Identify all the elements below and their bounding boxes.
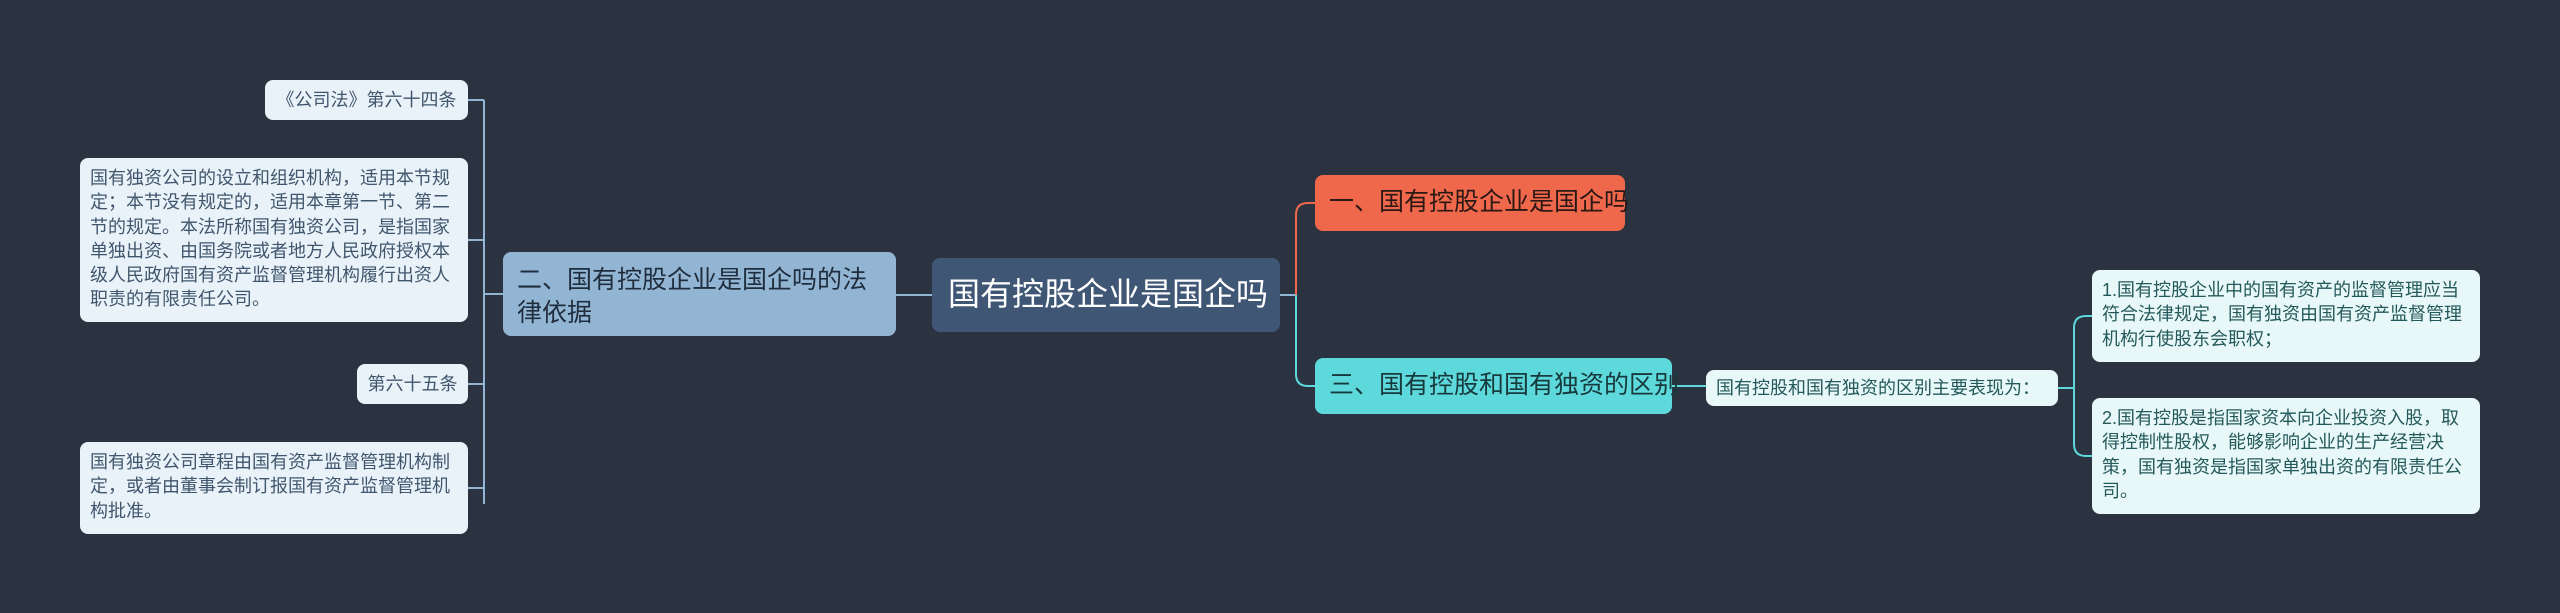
leaf-difference-2[interactable]: 2.国有控股是指国家资本向企业投资入股，取得控制性股权，能够影响企业的生产经营决…: [2092, 398, 2480, 514]
branch-differences[interactable]: 三、国有控股和国有独资的区别: [1315, 358, 1679, 414]
branch-is-state-owned-label: 一、国有控股企业是国企吗: [1329, 188, 1630, 217]
leaf-article-65[interactable]: 第六十五条: [357, 364, 468, 404]
leaf-difference-1-text: 1.国有控股企业中的国有资产的监督管理应当符合法律规定，国有独资由国有资产监督管…: [2102, 280, 2462, 349]
leaf-difference-1[interactable]: 1.国有控股企业中的国有资产的监督管理应当符合法律规定，国有独资由国有资产监督管…: [2092, 270, 2480, 362]
leaf-differences-summary-text: 国有控股和国有独资的区别主要表现为：: [1716, 377, 2040, 398]
root-topic-label: 国有控股企业是国企吗: [948, 276, 1269, 313]
branch-legal-basis-label: 二、国有控股企业是国企吗的法律依据: [517, 266, 868, 327]
leaf-differences-summary[interactable]: 国有控股和国有独资的区别主要表现为：: [1706, 370, 2058, 406]
leaf-company-law-article-64[interactable]: 《公司法》第六十四条: [265, 80, 468, 120]
leaf-article-65-content-text: 国有独资公司章程由国有资产监督管理机构制定，或者由董事会制订报国有资产监督管理机…: [90, 452, 450, 521]
root-topic[interactable]: 国有控股企业是国企吗: [932, 258, 1280, 332]
leaf-article-65-content[interactable]: 国有独资公司章程由国有资产监督管理机构制定，或者由董事会制订报国有资产监督管理机…: [80, 442, 468, 534]
branch-legal-basis[interactable]: 二、国有控股企业是国企吗的法律依据: [503, 252, 896, 336]
branch-differences-label: 三、国有控股和国有独资的区别: [1329, 371, 1680, 400]
connector-left-trunk: [468, 99, 503, 504]
leaf-article-65-text: 第六十五条: [367, 373, 458, 394]
branch-is-state-owned[interactable]: 一、国有控股企业是国企吗: [1315, 175, 1629, 231]
connector-right-cyan: [1295, 295, 1315, 387]
leaf-difference-2-text: 2.国有控股是指国家资本向企业投资入股，取得控制性股权，能够影响企业的生产经营决…: [2102, 408, 2462, 501]
leaf-article-64-content-text: 国有独资公司的设立和组织机构，适用本节规定；本节没有规定的，适用本章第一节、第二…: [90, 168, 450, 310]
leaf-article-64-content[interactable]: 国有独资公司的设立和组织机构，适用本节规定；本节没有规定的，适用本章第一节、第二…: [80, 158, 468, 322]
leaf-company-law-article-64-text: 《公司法》第六十四条: [276, 89, 457, 110]
connector-mid-leaves: [2058, 315, 2092, 457]
connector-right-red: [1295, 202, 1315, 295]
